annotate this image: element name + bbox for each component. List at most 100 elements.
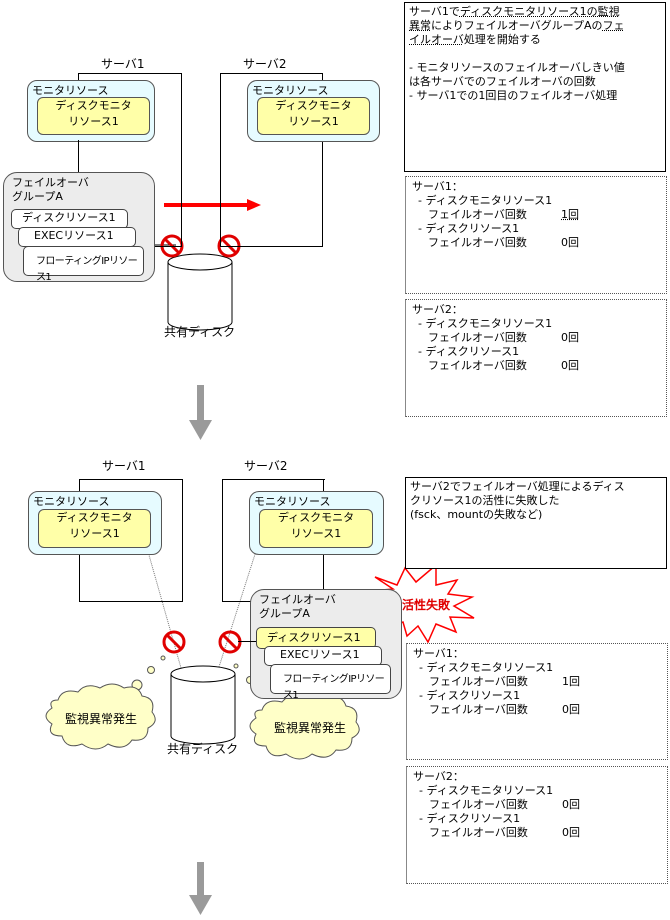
count-row: フェイルオーバ回数 0回 [412, 236, 660, 250]
count-label: フェイルオーバ回数 [429, 798, 528, 811]
monitor-group-title: モニタリソース [32, 84, 109, 97]
monitor-group-title: モニタリソース [254, 495, 331, 508]
monitor-resource-name-line1: ディスクモニタ [275, 99, 352, 112]
prohibit-icon [218, 630, 242, 654]
note-emphasis: 異常 [409, 19, 431, 32]
failover-group-title-line2: グループA [259, 607, 310, 620]
server2-box [220, 73, 323, 247]
note-line: 異常によりフェイルオーバグループAのフェ [409, 19, 661, 33]
disk-resource: ディスクリソース1 [11, 209, 128, 229]
count-server-label: サーバ2： [413, 770, 464, 783]
count-label: フェイルオーバ回数 [429, 826, 528, 839]
count-label: フェイルオーバ回数 [429, 675, 528, 688]
failover-group-title: フェイルオーバ グループA [259, 593, 336, 621]
count-resource-name: - ディスクモニタリソース1 [418, 194, 553, 207]
monitor-resource-name-line2: リソース1 [288, 115, 339, 128]
monitor-resource-name-line1: ディスクモニタ [55, 99, 132, 112]
count-label: フェイルオーバ回数 [428, 208, 527, 221]
count-row: フェイルオーバ回数 1回 [413, 675, 661, 689]
monitor-resource-name-line2: リソース1 [290, 527, 342, 540]
monitor-resource-name-line2: リソース1 [68, 115, 119, 128]
count-label: フェイルオーバ回数 [428, 331, 527, 344]
count-value: 0回 [562, 826, 580, 839]
note-text: サーバ1で [409, 5, 460, 18]
server1-label: サーバ1 [102, 459, 146, 473]
count-value: 0回 [562, 703, 580, 716]
failover-count-box-server1: サーバ1： - ディスクモニタリソース1 フェイルオーバ回数 1回 - ディスクリ… [405, 176, 667, 294]
floating-ip-resource: フローティングIPリソース1 [23, 246, 144, 283]
activation-failed-label: 活性失敗 [402, 598, 451, 612]
monitor-resource-name-line1: ディスクモニタ [277, 511, 355, 524]
monitor-resource-name-line2: リソース1 [69, 527, 120, 540]
connector-line [238, 641, 256, 642]
flow-arrow-down-icon [189, 862, 212, 915]
disk-resource-failed: ディスクリソース1 [256, 627, 376, 649]
note-line: イルオーバ処理を開始する [409, 33, 661, 47]
server1-label: サーバ1 [101, 57, 145, 71]
cloud-shape-icon [45, 683, 156, 750]
count-label: フェイルオーバ回数 [428, 359, 527, 372]
note-line: サーバ2でフェイルオーバ処理によるディス [410, 480, 625, 493]
count-resource-name: - ディスクリソース1 [419, 812, 521, 825]
exec-resource: EXECリソース1 [18, 227, 136, 247]
thought-bubble-dots [131, 655, 166, 691]
count-resource-name: - ディスクリソース1 [419, 689, 521, 702]
disk-monitor-resource: ディスクモニタ リソース1 [37, 97, 150, 135]
count-row: フェイルオーバ回数 1回 [412, 208, 660, 222]
failover-group-title-line1: フェイルオーバ [12, 176, 89, 189]
server2-label: サーバ2 [243, 57, 287, 71]
note-line: (fsck、mountの失敗など) [410, 508, 543, 521]
shared-disk-label: 共有ディスク [164, 325, 236, 339]
failover-count-box-server1: サーバ1： - ディスクモニタリソース1 フェイルオーバ回数 1回 - ディスクリ… [406, 643, 668, 760]
note-emphasis: フェ [602, 19, 625, 32]
count-row: フェイルオーバ回数 0回 [413, 703, 661, 717]
count-resource-name: - ディスクリソース1 [418, 222, 520, 235]
note-box: サーバ1でディスクモニタリソース1の監視 異常によりフェイルオーバグループAのフ… [404, 2, 666, 172]
count-server-label: サーバ1： [412, 180, 463, 193]
count-value: 1回 [562, 675, 580, 688]
shared-disk-icon [170, 665, 236, 745]
monitor-resource-name-line1: ディスクモニタ [56, 511, 133, 524]
disk-monitor-resource: ディスクモニタ リソース1 [259, 509, 373, 548]
count-resource-name: - ディスクモニタリソース1 [419, 661, 554, 674]
monitor-error-label: 監視異常発生 [65, 712, 138, 726]
flow-arrow-down-icon [189, 385, 212, 440]
count-row: フェイルオーバ回数 0回 [413, 826, 661, 840]
count-value: 1回 [561, 208, 579, 221]
count-label: フェイルオーバ回数 [428, 236, 527, 249]
failover-group-title-line1: フェイルオーバ [259, 593, 336, 606]
note-box: サーバ2でフェイルオーバ処理によるディス クリソース1の活性に失敗した (fsc… [405, 477, 667, 569]
note-emphasis: ディスクモニタリソース1の監視 [459, 5, 620, 18]
note-line: サーバ1でディスクモニタリソース1の監視 [409, 5, 661, 19]
monitor-group-title: モニタリソース [252, 84, 329, 97]
monitor-link-line [146, 547, 182, 669]
count-server-label: サーバ2： [412, 303, 463, 316]
exec-resource: EXECリソース1 [264, 646, 382, 666]
failover-group-title: フェイルオーバ グループA [12, 176, 89, 204]
count-row: フェイルオーバ回数 0回 [412, 359, 660, 373]
server2-label: サーバ2 [244, 459, 288, 473]
disk-monitor-resource: ディスクモニタ リソース1 [38, 509, 151, 548]
note-bullet: - モニタリソースのフェイルオーバしきい値 [409, 61, 625, 74]
count-row: フェイルオーバ回数 0回 [413, 798, 661, 812]
count-server-label: サーバ1： [413, 647, 464, 660]
count-value: 0回 [561, 236, 579, 249]
disk-monitor-resource: ディスクモニタ リソース1 [257, 97, 370, 135]
count-value: 0回 [561, 359, 579, 372]
note-emphasis: イルオーバ [409, 33, 464, 46]
connector-line [323, 548, 324, 590]
shared-disk-label: 共有ディスク [167, 742, 239, 756]
prohibit-icon [162, 630, 186, 654]
note-text: 処理を開始する [463, 33, 541, 46]
note-line: クリソース1の活性に失敗した [410, 494, 560, 507]
floating-ip-resource: フローティングIPリソース1 [270, 664, 391, 701]
note-bullet: は各サーバでのフェイルオーバの回数 [409, 75, 596, 88]
note-bullet: - サーバ1での1回目のフェイルオーバ処理 [409, 89, 618, 102]
note-text: によりフェイルオーバグループAの [431, 19, 603, 32]
count-label: フェイルオーバ回数 [429, 703, 528, 716]
count-value: 0回 [562, 798, 580, 811]
count-resource-name: - ディスクリソース1 [418, 345, 520, 358]
